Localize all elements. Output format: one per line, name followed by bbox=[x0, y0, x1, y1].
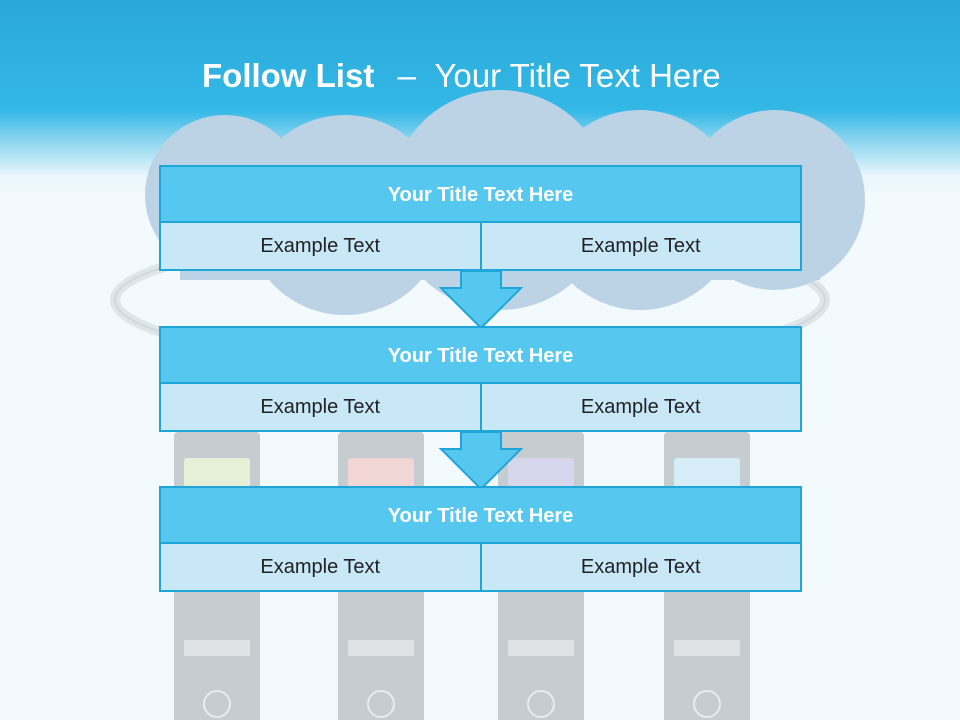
step-cell-left: Example Text bbox=[161, 544, 480, 590]
title-rest: Your Title Text Here bbox=[434, 57, 721, 94]
step-title: Your Title Text Here bbox=[161, 328, 800, 384]
step-box-2: Your Title Text Here Example Text Exampl… bbox=[159, 326, 802, 432]
step-box-3: Your Title Text Here Example Text Exampl… bbox=[159, 486, 802, 592]
title-bold: Follow List bbox=[202, 57, 375, 94]
step-cell-left: Example Text bbox=[161, 223, 480, 269]
step-cells: Example Text Example Text bbox=[161, 544, 800, 590]
down-arrow-icon bbox=[438, 431, 524, 491]
slide-title: Follow List – Your Title Text Here bbox=[202, 52, 721, 100]
step-cell-right: Example Text bbox=[479, 544, 800, 590]
step-title: Your Title Text Here bbox=[161, 488, 800, 544]
step-cells: Example Text Example Text bbox=[161, 384, 800, 430]
title-dash: – bbox=[397, 57, 416, 94]
down-arrow-icon bbox=[438, 270, 524, 330]
step-cells: Example Text Example Text bbox=[161, 223, 800, 269]
step-box-1: Your Title Text Here Example Text Exampl… bbox=[159, 165, 802, 271]
step-cell-right: Example Text bbox=[479, 384, 800, 430]
step-title: Your Title Text Here bbox=[161, 167, 800, 223]
step-cell-left: Example Text bbox=[161, 384, 480, 430]
step-cell-right: Example Text bbox=[479, 223, 800, 269]
